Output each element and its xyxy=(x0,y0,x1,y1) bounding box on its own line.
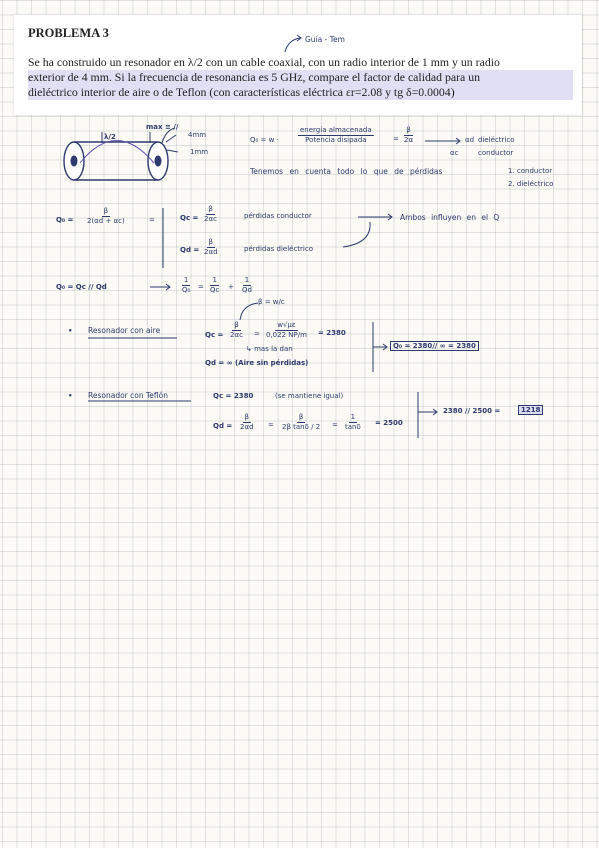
losses-note: Tenemos en cuenta todo lo que de pérdida… xyxy=(250,167,443,176)
q0-total-fraction: β 2(αd + αc) xyxy=(87,207,125,225)
teflon-final-expression: 2380 // 2500 = xyxy=(443,407,501,415)
beta-note: β = w/c xyxy=(258,298,285,306)
alpha-d-desc: dieléctrico xyxy=(478,136,515,144)
teflon-fraction-2: β 2β tanδ / 2 xyxy=(282,413,321,431)
parallel-lhs: Q₀ = Qc // Qd xyxy=(56,283,107,291)
alpha-c-desc: conductor xyxy=(478,149,514,157)
teflon-section-title: Resonador con Teflón xyxy=(88,391,168,400)
q0-def-lhs: Q₀ = w · xyxy=(250,136,279,144)
problem-text: Se ha construido un resonador en λ/2 con… xyxy=(28,55,573,100)
problem-line-2: exterior de 4 mm. Si la frecuencia de re… xyxy=(28,70,573,85)
parallel-fraction-qc: 1 Qc xyxy=(210,276,220,294)
qc-lhs: Qc = xyxy=(180,214,199,222)
equals-sign: = xyxy=(149,216,155,224)
bullet: • xyxy=(68,327,73,335)
aire-section-title: Resonador con aire xyxy=(88,326,161,335)
plus-sign: + xyxy=(228,283,234,291)
bullet: • xyxy=(68,392,73,400)
teflon-qd-lhs: Qd = xyxy=(213,422,233,430)
aire-qc-fraction: β 2αc xyxy=(230,321,243,339)
parallel-fraction-qd: 1 Qd xyxy=(242,276,252,294)
diagram-inner-radius: 1mm xyxy=(190,148,209,156)
note-guia-tem: Guía - Tem xyxy=(305,35,345,44)
aire-qc-lhs: Qc = xyxy=(205,331,224,339)
problem-line-3: dieléctrico interior de aire o de Teflon… xyxy=(28,85,573,100)
alpha-c-label: αc xyxy=(450,149,459,157)
problem-line-1: Se ha construido un resonador en λ/2 con… xyxy=(28,55,500,69)
both-influence-note: Ambos influyen en el Q xyxy=(400,213,500,222)
equals-sign: = xyxy=(268,421,274,429)
q0-energy-fraction: energía almacenada Potencia disipada xyxy=(298,126,374,144)
teflon-fraction-1: β 2αd xyxy=(240,413,254,431)
diagram-max-label: max ≡ // xyxy=(146,123,179,131)
problem-statement: PROBLEMA 3 Se ha construido un resonador… xyxy=(14,15,582,115)
teflon-qc: Qc = 2380 xyxy=(213,392,254,400)
equals-sign: = xyxy=(393,135,399,143)
qd-fraction: β 2αd xyxy=(204,238,218,256)
equals-sign: = xyxy=(198,283,204,291)
qc-description: pérdidas conductor xyxy=(244,212,312,220)
aire-side-note: ↳ mas la dan xyxy=(246,345,293,353)
q0-total-lhs: Q₀ = xyxy=(56,216,74,224)
alpha-d-label: αd xyxy=(465,136,475,144)
loss-item-dielectric: 2. dieléctrico xyxy=(508,180,554,188)
equals-sign: = xyxy=(332,421,338,429)
diagram-outer-radius: 4mm xyxy=(188,131,207,139)
aire-qd: Qd = ∞ (Aire sin pérdidas) xyxy=(205,359,309,367)
qd-lhs: Qd = xyxy=(180,246,200,254)
problem-title: PROBLEMA 3 xyxy=(28,26,109,40)
aire-result-box: Q₀ = 2380// ∞ = 2380 xyxy=(390,341,479,351)
equals-sign: = xyxy=(254,330,260,338)
teflon-qc-note: (se mantiene igual) xyxy=(275,392,344,400)
teflon-final-box: 1218 xyxy=(518,405,544,415)
qd-description: pérdidas dieléctrico xyxy=(244,245,313,253)
teflon-qd-result: = 2500 xyxy=(375,419,403,427)
diagram-lambda-label: λ/2 xyxy=(104,133,116,141)
q0-beta-fraction: β 2α xyxy=(404,126,414,144)
qc-fraction: β 2αc xyxy=(204,205,217,223)
parallel-fraction-q0: 1 Q₀ xyxy=(181,276,191,294)
loss-item-conductor: 1. conductor xyxy=(508,167,553,175)
teflon-fraction-3: 1 tanδ xyxy=(345,413,361,431)
aire-value-fraction: w√με 0,022 NP/m xyxy=(266,321,307,339)
aire-qc-result: = 2380 xyxy=(318,329,346,337)
